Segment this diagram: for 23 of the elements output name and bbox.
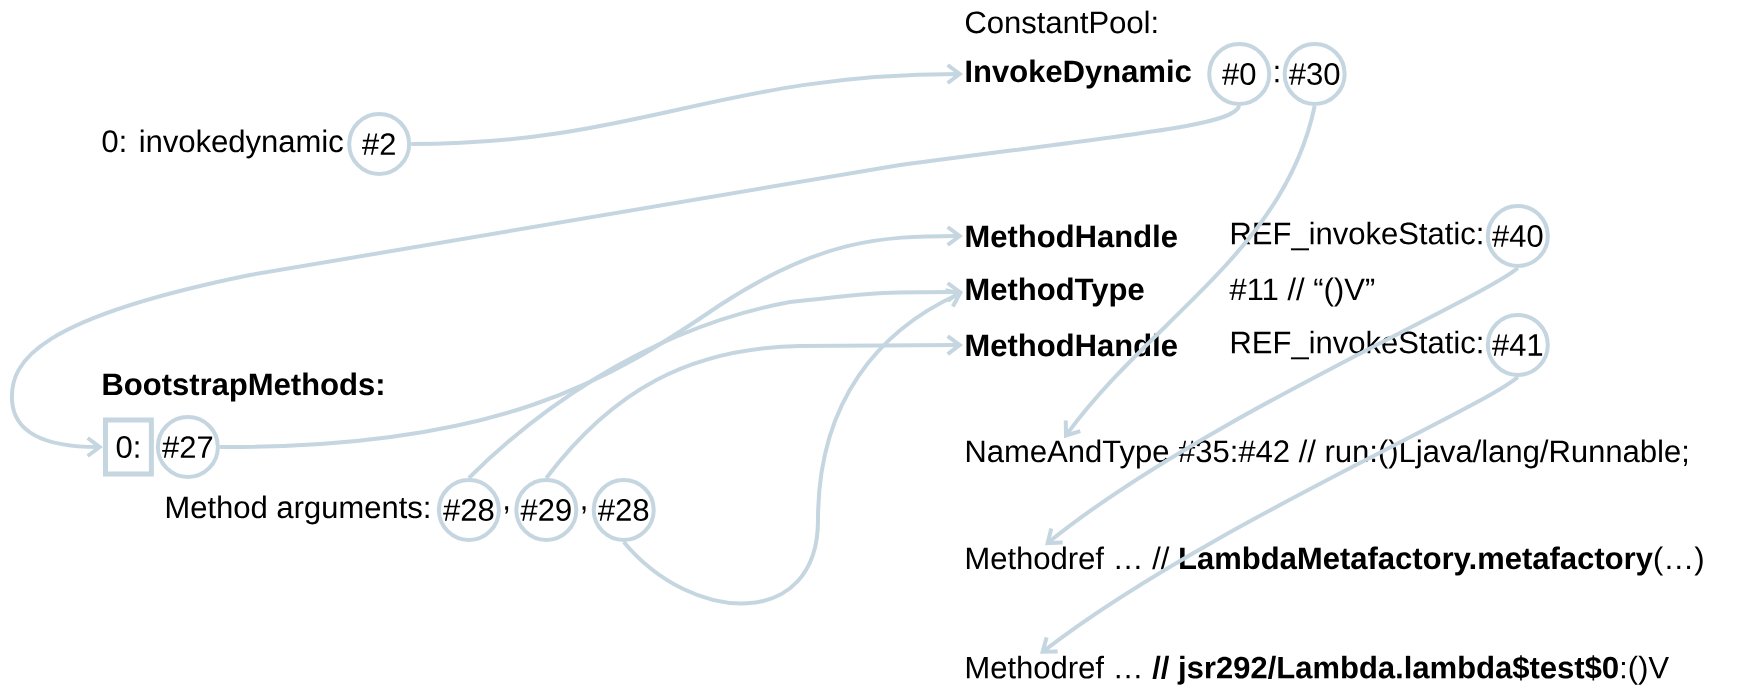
heading: BootstrapMethods: — [103, 372, 383, 402]
entry-text: Methodref … // LambdaMetafactory.metafactory(…) — [966, 546, 1703, 576]
index-box: 0: — [103, 417, 154, 477]
entry-text: , — [505, 506, 509, 514]
arrow — [219, 225, 963, 449]
entry-text: MethodHandle — [966, 224, 1177, 248]
entry-text: InvokeDynamic — [966, 59, 1191, 89]
entry-text: Methodref … // jsr292/Lambda.lambda$test$0:()V — [966, 655, 1669, 685]
entry-text: : — [1275, 65, 1279, 83]
arrow — [1045, 266, 1519, 546]
arrow — [1063, 105, 1317, 439]
arrow — [544, 334, 963, 480]
arrow — [10, 104, 1241, 458]
entry-text: NameAndType #35:#42 // run:()Ljava/lang/Runnable; — [966, 439, 1687, 469]
arrow — [622, 288, 963, 606]
entry-text: #11 // “()V” — [1229, 277, 1375, 307]
entry-text: , — [582, 506, 586, 514]
entry-text: MethodHandle — [966, 333, 1177, 357]
arrow — [467, 281, 963, 480]
arrow — [411, 63, 963, 146]
arguments-text: Method arguments: — [166, 495, 429, 525]
arrow — [1040, 375, 1519, 654]
entry-text: MethodType — [966, 277, 1144, 307]
